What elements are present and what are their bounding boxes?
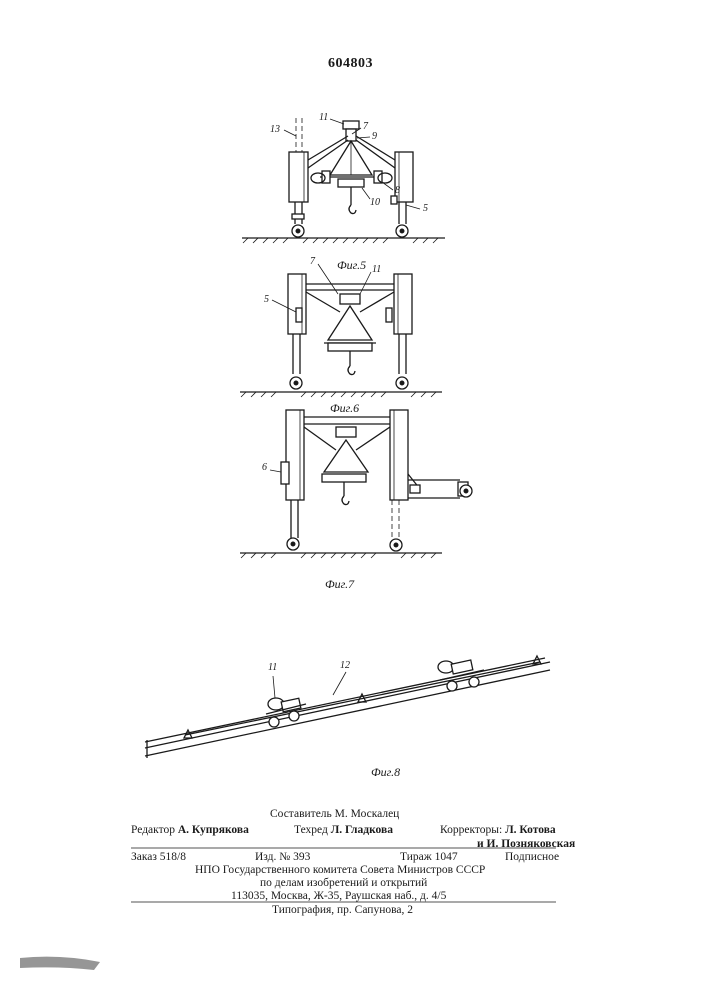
figure-7-leader	[270, 470, 281, 472]
techred-name: Л. Гладкова	[331, 824, 393, 836]
techred-credit: Техред Л. Гладкова	[294, 824, 393, 836]
fig5-caption: Фиг.5	[337, 258, 366, 273]
corrector-2: и И. Позняковская	[477, 838, 575, 850]
org-line-1: НПО Государственного комитета Совета Мин…	[195, 864, 485, 876]
fig8-callout-12: 12	[340, 660, 350, 671]
editor-label: Редактор	[131, 824, 175, 836]
edition-number: Изд. № 393	[255, 851, 310, 863]
corrector-1: Л. Котова	[505, 824, 556, 836]
fig5-callout-5: 5	[423, 203, 428, 214]
correctors-credit: Корректоры: Л. Котова	[440, 824, 556, 836]
fig7-caption: Фиг.7	[325, 577, 354, 592]
address-line: 113035, Москва, Ж-35, Раушская наб., д. …	[231, 890, 446, 902]
techred-label: Техред	[294, 824, 328, 836]
typography-line: Типография, пр. Сапунова, 2	[272, 904, 413, 916]
figure-5-drawing	[242, 118, 445, 243]
fig6-callout-11: 11	[372, 264, 381, 275]
order-number: Заказ 518/8	[131, 851, 186, 863]
fig5-callout-11: 11	[319, 112, 328, 123]
subscription-note: Подписное	[505, 851, 559, 863]
editor-credit: Редактор А. Купрякова	[131, 824, 249, 836]
fig8-callout-11: 11	[268, 662, 277, 673]
editor-name: А. Купрякова	[178, 824, 249, 836]
fig5-callout-8: 8	[395, 185, 400, 196]
fig5-callout-7: 7	[363, 121, 368, 132]
figure-7-drawing	[240, 410, 472, 558]
print-run: Тираж 1047	[400, 851, 458, 863]
fig5-callout-9: 9	[372, 131, 377, 142]
org-line-2: по делам изобретений и открытий	[260, 877, 427, 889]
fig6-caption: Фиг.6	[330, 401, 359, 416]
fig6-callout-5: 5	[264, 294, 269, 305]
figure-8-drawing	[145, 656, 550, 758]
correctors-label: Корректоры:	[440, 824, 502, 836]
compiler-line: Составитель М. Москалец	[270, 808, 399, 820]
figure-6-drawing	[240, 274, 442, 397]
fig5-callout-10: 10	[370, 197, 380, 208]
fig7-callout-6: 6	[262, 462, 267, 473]
fig6-callout-7: 7	[310, 256, 315, 267]
fig8-caption: Фиг.8	[371, 765, 400, 780]
fig5-callout-13: 13	[270, 124, 280, 135]
